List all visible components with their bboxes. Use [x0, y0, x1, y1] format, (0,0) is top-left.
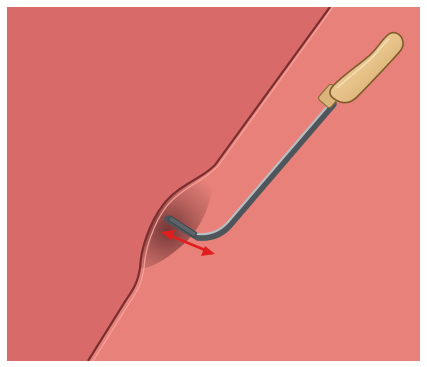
instrument-illustration — [0, 0, 427, 367]
diagram-canvas — [0, 0, 427, 367]
